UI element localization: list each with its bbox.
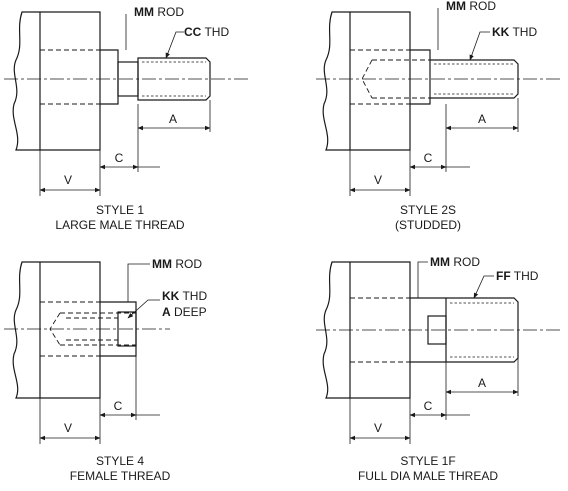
cylinder-cap-break-line — [12, 11, 40, 151]
ff-thd-leader — [473, 275, 494, 299]
figure-style-2s: MM ROD KK THD A C V STYLE 2S (STUDDED) — [316, 0, 562, 232]
dim-v-label: V — [64, 421, 72, 435]
style-title: STYLE 1F — [400, 454, 455, 468]
dim-c-label: C — [115, 151, 124, 165]
figure-style-1f: MM ROD FF THD A C V STYLE 1F FULL DIA MA… — [316, 255, 562, 483]
dim-c-label: C — [114, 399, 123, 413]
head-body — [350, 11, 411, 151]
male-thread-stud — [137, 57, 211, 101]
cylinder-cap-break-line — [322, 11, 350, 151]
style-subtitle: FULL DIA MALE THREAD — [358, 469, 498, 483]
cc-thd-leader — [165, 31, 184, 59]
dim-a-label: A — [169, 112, 177, 126]
dim-a-label: A — [478, 112, 486, 126]
callout-kk-thd: KK THD — [162, 289, 207, 303]
head-body — [40, 11, 101, 151]
thread-root-lines — [142, 61, 206, 97]
callout-mm-rod: MM ROD — [134, 5, 184, 19]
rod-bore-hidden — [350, 49, 430, 105]
style-title: STYLE 1 — [96, 203, 144, 217]
style-subtitle: (STUDDED) — [395, 218, 461, 232]
callout-ff-thd: FF THD — [496, 269, 539, 283]
mm-rod-leader — [127, 263, 150, 302]
piston-rod — [410, 49, 431, 105]
piston-rod — [100, 49, 119, 105]
dim-c-label: C — [424, 399, 433, 413]
cylinder-cap-break-line — [12, 261, 40, 399]
mm-rod-leader — [417, 261, 428, 298]
style-subtitle: FEMALE THREAD — [70, 469, 171, 483]
callout-a-deep: A DEEP — [162, 305, 207, 319]
rod-bore-hidden — [40, 49, 118, 105]
kk-thd-leader — [469, 31, 490, 61]
kk-thd-leader — [127, 299, 160, 319]
dim-a-label: A — [478, 376, 486, 390]
dim-v-label: V — [64, 173, 72, 187]
figure-style-1: MM ROD CC THD A C V STYLE 1 LARGE MALE T… — [4, 5, 250, 232]
callout-cc-thd: CC THD — [184, 25, 229, 39]
style-subtitle: LARGE MALE THREAD — [55, 218, 184, 232]
hidden-tapped-hole — [361, 59, 432, 99]
style-title: STYLE 4 — [96, 454, 144, 468]
dim-c-label: C — [424, 151, 433, 165]
callout-mm-rod: MM ROD — [446, 0, 496, 13]
figure-style-4: MM ROD KK THD A DEEP C V STYLE 4 FEMALE … — [4, 257, 207, 483]
callout-mm-rod: MM ROD — [152, 257, 202, 271]
dim-v-label: V — [374, 173, 382, 187]
head-body — [40, 261, 101, 399]
callout-kk-thd: KK THD — [492, 25, 537, 39]
cylinder-cap-break-line — [322, 261, 350, 399]
thread-root-lines — [450, 302, 514, 358]
style-title: STYLE 2S — [400, 203, 456, 217]
dim-v-label: V — [374, 421, 382, 435]
callout-mm-rod: MM ROD — [430, 255, 480, 269]
